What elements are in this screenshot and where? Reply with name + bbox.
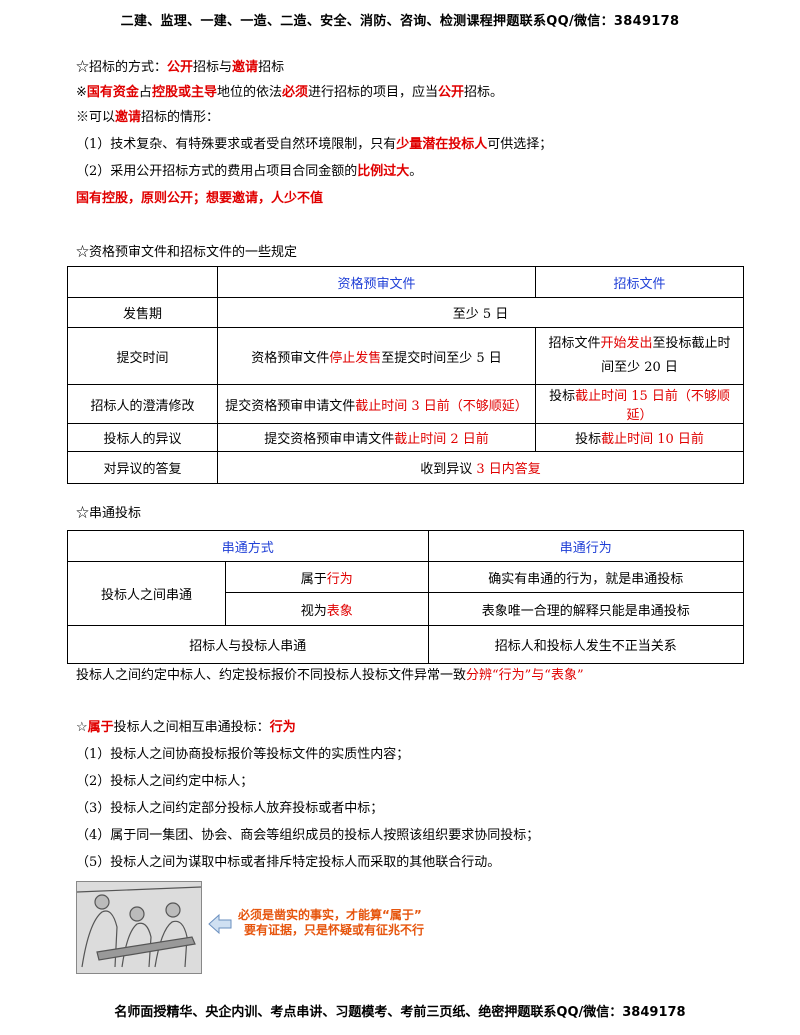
text: （1）技术复杂、有特殊要求或者受自然环境限制，只有	[76, 137, 397, 152]
cell: 提交资格预审申请文件截止时间 3 日前（不够顺延）	[217, 384, 536, 424]
text: 可供选择；	[487, 137, 553, 152]
section-title-docs: ☆资格预审文件和招标文件的一些规定	[76, 245, 298, 260]
callout-line: 必须是凿实的事实，才能算“属于”	[238, 908, 422, 922]
text: 占	[138, 85, 152, 100]
bid-methods-line: ☆招标的方式：公开招标与邀请招标	[76, 59, 284, 77]
text: 投标人之间约定中标人、约定投标报价不同投标人投标文件异常一致	[76, 668, 467, 683]
invite-case-2: （2）采用公开招标方式的费用占项目合同金额的比例过大。	[76, 163, 422, 181]
text: 招标	[258, 60, 285, 75]
collusion-table: 串通方式 串通行为 投标人之间串通 属于行为 确实有串通的行为，就是串通投标 视…	[67, 530, 745, 664]
cell: 提交资格预审申请文件截止时间 2 日前	[217, 423, 536, 452]
text: 至提交时间至少 5 日	[381, 350, 502, 366]
text: ☆招标的方式：	[76, 60, 168, 75]
callout-line: 要有证据，只是怀疑或有征兆不行	[244, 923, 425, 937]
row-label: 发售期	[67, 297, 218, 328]
highlight: 行为	[269, 720, 296, 735]
cell: 确实有串通的行为，就是串通投标	[427, 561, 745, 593]
empty-cell	[67, 266, 218, 298]
highlight: 开始发出	[600, 336, 653, 351]
callout-note: 必须是凿实的事实，才能算“属于” 要有证据，只是怀疑或有征兆不行	[238, 908, 424, 938]
highlight: 控股或主导	[151, 85, 217, 100]
arrow-left-icon	[208, 913, 232, 935]
text: 进行招标的项目，应当	[307, 85, 438, 100]
cell: 招标文件开始发出至投标截止时间至少 20 日	[535, 327, 744, 385]
row-label: 招标人的澄清修改	[67, 384, 218, 424]
text: 视为	[300, 603, 327, 619]
page-footer: 名师面授精华、央企内训、考点串讲、习题模考、考前三页纸、绝密押题联系QQ/微信：…	[114, 1005, 686, 1020]
text: ※	[76, 85, 87, 100]
highlight: 截止时间 2 日前	[394, 432, 489, 447]
text: ※可以	[76, 110, 116, 125]
highlight: 行为	[326, 571, 353, 587]
sub-label: 属于行为	[225, 561, 429, 593]
list-item: （3）投标人之间约定部分投标人放弃投标或者中标；	[76, 801, 384, 816]
invite-cases-line: ※可以邀请招标的情形：	[76, 109, 219, 127]
docs-table: 资格预审文件 招标文件 发售期 至少 5 日 提交时间 资格预审文件停止发售至提…	[67, 266, 744, 484]
invite-case-1: （1）技术复杂、有特殊要求或者受自然环境限制，只有少量潜在投标人可供选择；	[76, 136, 552, 154]
row-label: 投标人的异议	[67, 423, 218, 452]
merged-cell: 至少 5 日	[217, 297, 744, 328]
text: 提交资格预审申请文件	[264, 432, 395, 447]
illustration-image	[76, 881, 202, 974]
cell: 表象唯一合理的解释只能是串通投标	[427, 592, 745, 626]
text: 地位的依法	[216, 85, 282, 100]
sub-label: 视为表象	[225, 592, 429, 626]
list-item: （5）投标人之间为谋取中标或者排斥特定投标人而采取的其他联合行动。	[76, 855, 501, 870]
highlight: 国有资金	[86, 85, 139, 100]
row-label: 提交时间	[67, 327, 218, 385]
collusion-note: 投标人之间约定中标人、约定投标报价不同投标人投标文件异常一致分辨“行为”与“表象…	[76, 667, 584, 685]
list-item: （2）投标人之间约定中标人；	[76, 774, 254, 789]
merged-cell: 收到异议 3 日内答复	[217, 451, 744, 484]
row-label: 对异议的答复	[67, 451, 218, 484]
page-header: 二建、监理、一建、一造、二造、安全、消防、咨询、检测课程押题联系QQ/微信：38…	[120, 14, 680, 29]
highlight: 比例过大	[357, 164, 410, 179]
text: 属于	[300, 571, 327, 587]
list-item: （1）投标人之间协商投标报价等投标文件的实质性内容；	[76, 747, 410, 762]
highlight: 邀请	[115, 110, 142, 125]
highlight: 3 日内答复	[476, 462, 541, 477]
highlight: 邀请	[232, 60, 259, 75]
cell: 投标截止时间 10 日前	[535, 423, 744, 452]
cell: 资格预审文件停止发售至提交时间至少 5 日	[217, 327, 536, 385]
text: 招标与	[193, 60, 233, 75]
mnemonic: 国有控股，原则公开；想要邀请，人少不值	[76, 191, 324, 206]
highlight: 少量潜在投标人	[396, 137, 488, 152]
state-owned-line: ※国有资金占控股或主导地位的依法必须进行招标的项目，应当公开招标。	[76, 84, 503, 102]
text: 招标。	[464, 85, 504, 100]
col-header-prequal: 资格预审文件	[217, 266, 536, 298]
highlight: 公开	[438, 85, 465, 100]
cell: 投标截止时间 15 日前（不够顺延）	[535, 384, 744, 424]
text: 投标	[549, 389, 576, 404]
text: 招标的情形：	[141, 110, 220, 125]
highlight: 分辨“行为”与“表象”	[466, 668, 584, 683]
col-header-tender: 招标文件	[535, 266, 744, 298]
cell: 招标人和投标人发生不正当关系	[427, 625, 745, 664]
col-header-behavior: 串通行为	[427, 530, 745, 562]
text: 投标人之间相互串通投标：	[113, 720, 270, 735]
text: 。	[409, 164, 423, 179]
highlight: 停止发售	[329, 350, 382, 366]
row-label: 招标人与投标人串通	[67, 625, 429, 664]
col-header-method: 串通方式	[67, 530, 429, 562]
text: 招标文件	[548, 336, 601, 351]
highlight: 截止时间 3 日前（不够顺延）	[355, 398, 528, 414]
highlight: 必须	[281, 85, 308, 100]
text: 资格预审文件	[251, 350, 330, 366]
list-item: （4）属于同一集团、协会、商会等组织成员的投标人按照该组织要求协同投标；	[76, 828, 540, 843]
text: 收到异议	[420, 462, 477, 477]
text: 投标	[575, 432, 602, 447]
section-title-collusion: ☆串通投标	[76, 506, 142, 521]
text: （2）采用公开招标方式的费用占项目合同金额的	[76, 164, 358, 179]
highlight: 表象	[326, 603, 353, 619]
highlight: 公开	[167, 60, 194, 75]
text: 提交资格预审申请文件	[225, 398, 356, 414]
highlight: 截止时间 10 日前	[601, 432, 704, 447]
highlight: 属于	[87, 720, 114, 735]
group-label: 投标人之间串通	[67, 561, 226, 626]
text: ☆	[76, 720, 88, 735]
section-title-behavior: ☆属于投标人之间相互串通投标：行为	[76, 719, 296, 737]
text: 至投标截止时间至少 20 日	[601, 336, 731, 375]
highlight: 截止时间 15 日前（不够顺延）	[575, 389, 730, 423]
